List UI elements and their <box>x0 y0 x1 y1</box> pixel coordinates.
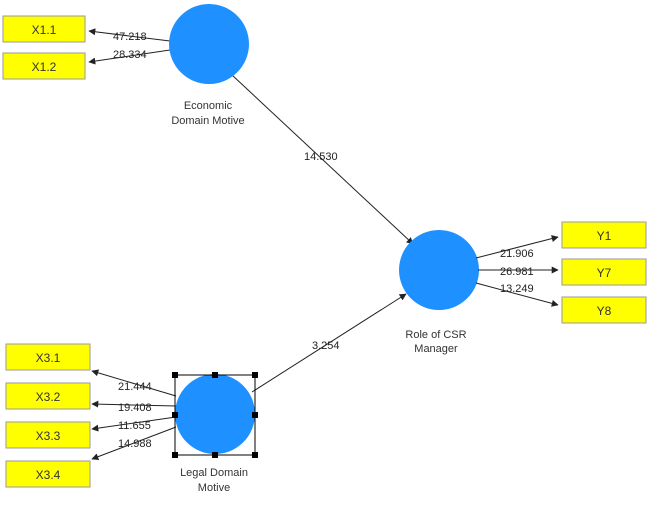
indicator-x3-1[interactable] <box>5 343 91 371</box>
path-coef-economic-to-csr: 14.530 <box>304 151 338 163</box>
loading-x3-4: 14.988 <box>118 438 152 450</box>
loading-y1: 21.906 <box>500 248 534 260</box>
path-legal-to-csr[interactable] <box>251 293 407 393</box>
loading-arrow-y8[interactable] <box>475 282 559 307</box>
indicator-y8[interactable] <box>561 296 647 324</box>
indicator-y8-label: Y8 <box>597 304 612 318</box>
indicator-y1-label: Y1 <box>597 229 612 243</box>
indicator-x3-3[interactable] <box>5 421 91 449</box>
construct-economic-domain-motive[interactable] <box>169 4 249 84</box>
loading-arrow-x1-1[interactable] <box>88 28 171 42</box>
indicator-x1-1[interactable] <box>2 15 86 43</box>
construct-legal-domain-motive[interactable] <box>175 374 255 454</box>
construct-csr-label-line2: Manager <box>414 343 458 355</box>
indicator-x3-3-label: X3.3 <box>36 429 61 443</box>
loading-y8: 13.249 <box>500 283 534 295</box>
construct-csr-label-line1: Role of CSR <box>405 329 466 341</box>
loading-arrow-y1[interactable] <box>475 235 559 259</box>
loading-x3-2: 19.408 <box>118 402 152 414</box>
loading-x1-2: 28.334 <box>113 49 147 61</box>
construct-legal-label-line1: Legal Domain <box>180 467 248 479</box>
resize-handle-s[interactable] <box>212 452 218 458</box>
loading-x3-3: 11.655 <box>118 420 151 432</box>
indicator-x3-1-label: X3.1 <box>36 351 61 365</box>
resize-handle-w[interactable] <box>172 412 178 418</box>
loading-arrow-x3-4[interactable] <box>91 426 177 461</box>
resize-handle-sw[interactable] <box>172 452 178 458</box>
loading-y7: 26.981 <box>500 266 534 278</box>
indicator-y7[interactable] <box>561 258 647 286</box>
loading-x1-1: 47.218 <box>113 31 147 43</box>
indicator-x3-2-label: X3.2 <box>36 390 61 404</box>
path-coef-legal-to-csr: 3.254 <box>312 340 340 352</box>
indicator-x1-2[interactable] <box>2 52 86 80</box>
indicator-x3-4[interactable] <box>5 460 91 488</box>
construct-role-of-csr-manager[interactable] <box>399 230 479 310</box>
resize-handle-nw[interactable] <box>172 372 178 378</box>
path-economic-to-csr[interactable] <box>231 74 414 245</box>
construct-economic-label-line1: Economic <box>184 100 233 112</box>
indicator-x1-2-label: X1.2 <box>32 60 57 74</box>
loading-arrow-x1-2[interactable] <box>88 49 171 65</box>
resize-handle-n[interactable] <box>212 372 218 378</box>
indicator-y1[interactable] <box>561 221 647 249</box>
construct-legal-label-line2: Motive <box>198 482 230 494</box>
resize-handle-ne[interactable] <box>252 372 258 378</box>
indicator-x3-2[interactable] <box>5 382 91 410</box>
indicator-y7-label: Y7 <box>597 266 612 280</box>
resize-handle-e[interactable] <box>252 412 258 418</box>
construct-economic-label-line2: Domain Motive <box>171 115 244 127</box>
loading-arrow-x3-3[interactable] <box>91 416 177 432</box>
resize-handle-se[interactable] <box>252 452 258 458</box>
loading-arrow-x3-2[interactable] <box>91 400 177 408</box>
loading-x3-1: 21.444 <box>118 381 152 393</box>
selection-frame[interactable] <box>172 372 258 458</box>
indicator-x1-1-label: X1.1 <box>32 23 57 37</box>
indicator-x3-4-label: X3.4 <box>36 468 61 482</box>
loading-arrow-x3-1[interactable] <box>91 369 177 397</box>
